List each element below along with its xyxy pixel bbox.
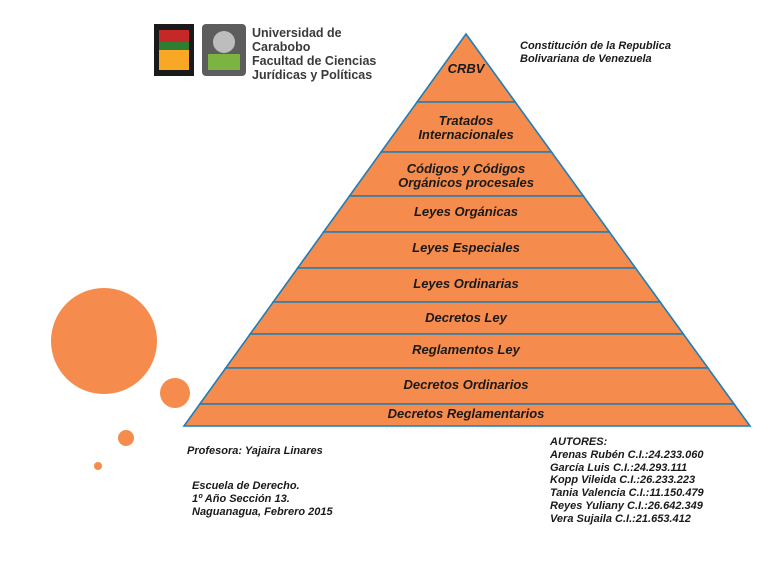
pyramid-level-decretos-reglamentarios: Decretos Reglamentarios: [387, 406, 545, 421]
author-item: Reyes Yuliany C.I.:26.642.349: [550, 499, 703, 512]
coat-of-arms-icon: [154, 24, 246, 76]
pyramid-level-decretos-ordinarios: Decretos Ordinarios: [403, 377, 529, 392]
author-item: García Luis C.I.:24.293.111: [550, 461, 688, 474]
pyramid-level-codigos: Códigos y Códigos Orgánicos procesales: [398, 161, 534, 190]
pyramid-level-decretos-ley: Decretos Ley: [425, 310, 507, 325]
author-item: Arenas Rubén C.I.:24.233.060: [550, 448, 704, 461]
teacher-label: Profesora: Yajaira Linares: [187, 445, 323, 457]
pyramid-level-leyes-organicas: Leyes Orgánicas: [413, 204, 519, 219]
decor-circle-small: [118, 430, 134, 446]
faculty-name-line1: Facultad de Ciencias: [252, 54, 377, 68]
school-line-2: 1º Año Sección 13.: [192, 493, 290, 505]
constitution-note-line2: Bolivariana de Venezuela: [520, 53, 652, 65]
author-item: Tania Valencia C.I.:11.150.479: [550, 487, 704, 500]
university-logo: Universidad de Carabobo Facultad de Cien…: [150, 20, 400, 82]
author-item: Vera Sujaila C.I.:21.653.412: [550, 512, 691, 525]
faculty-name-line2: Jurídicas y Políticas: [252, 68, 373, 82]
pyramid-level-tratados: Tratados Internacionales: [418, 113, 514, 142]
pyramid-level-crbv: CRBV: [447, 61, 485, 76]
authors-heading: AUTORES:: [550, 436, 608, 448]
decor-circle-medium: [160, 378, 190, 408]
pyramid-level-reglamentos-ley: Reglamentos Ley: [412, 342, 520, 357]
decor-circle-large: [51, 288, 157, 394]
decor-circle-tiny: [94, 462, 102, 470]
university-name: Universidad de Carabobo: [252, 26, 342, 54]
authors-block: AUTORES: Arenas Rubén C.I.:24.233.060 Ga…: [550, 436, 704, 526]
constitution-note-line1: Constitución de la Republica: [520, 40, 671, 52]
constitution-note: Constitución de la Republica Bolivariana…: [520, 40, 671, 66]
school-line-3: Naguanagua, Febrero 2015: [192, 506, 333, 518]
author-item: Kopp Vileida C.I.:26.233.223: [550, 474, 696, 487]
school-info: Escuela de Derecho. 1º Año Sección 13. N…: [192, 480, 333, 519]
pyramid-level-leyes-ordinarias: Leyes Ordinarias: [413, 276, 519, 291]
pyramid-level-leyes-especiales: Leyes Especiales: [412, 240, 520, 255]
pyramid-band-decretos-reglamentarios: [182, 403, 752, 427]
school-line-1: Escuela de Derecho.: [192, 480, 300, 492]
